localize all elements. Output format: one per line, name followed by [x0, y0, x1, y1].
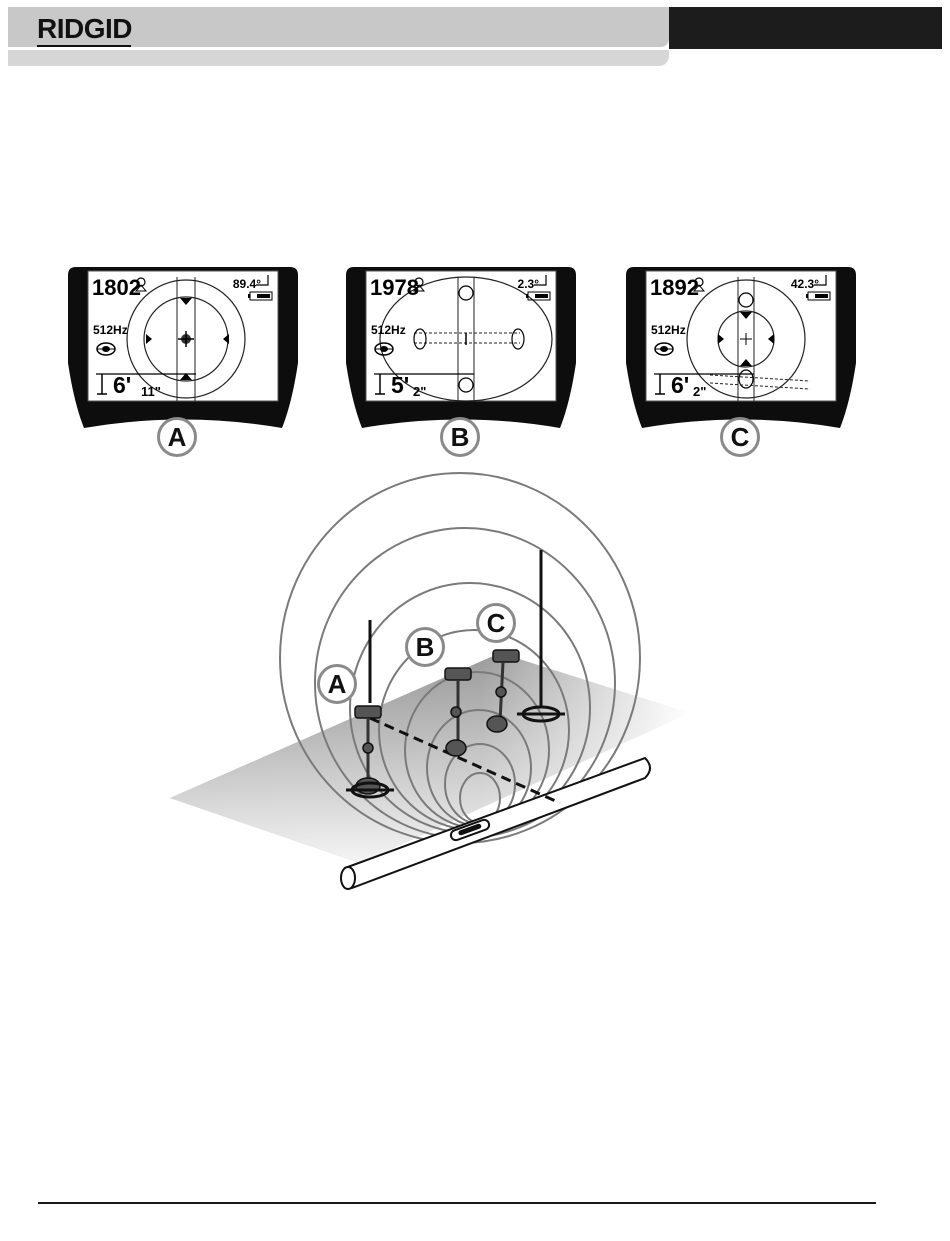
ridgid-logo: RIDGID: [37, 13, 132, 45]
signal-strength-value: 1892: [650, 275, 699, 301]
signal-strength-value: 1802: [92, 275, 141, 301]
tilt-angle-value: 89.4°: [233, 277, 261, 291]
tilt-angle-value: 42.3°: [791, 277, 819, 291]
depth-feet-value: 6': [113, 372, 131, 399]
frequency-value: 512Hz: [371, 323, 406, 337]
device-screen-b: 1978 2.3° 512Hz 5' 2": [340, 263, 582, 433]
scene-label-c: C: [476, 603, 516, 643]
depth-feet-value: 6': [671, 372, 689, 399]
scene-label-b: B: [405, 627, 445, 667]
depth-feet-value: 5': [391, 372, 409, 399]
frequency-value: 512Hz: [651, 323, 686, 337]
logo-underline: [37, 45, 131, 47]
scene-drawing: [160, 468, 720, 908]
locate-scene-illustration: [160, 468, 720, 908]
frequency-value: 512Hz: [93, 323, 128, 337]
screen-label-c: C: [720, 417, 760, 457]
tilt-angle-value: 2.3°: [518, 277, 539, 291]
screen-label-b: B: [440, 417, 480, 457]
scene-label-a: A: [317, 664, 357, 704]
depth-inches-value: 11": [141, 384, 161, 399]
header-black-block: [669, 7, 942, 49]
footer-rule: [38, 1202, 876, 1204]
device-screen-a: 1802 89.4° 512Hz 6' 11": [62, 263, 304, 433]
header-subbar: [8, 50, 669, 66]
screen-label-a: A: [157, 417, 197, 457]
depth-inches-value: 2": [693, 384, 706, 399]
depth-inches-value: 2": [413, 384, 426, 399]
signal-strength-value: 1978: [370, 275, 419, 301]
brand-text: RIDGID: [37, 13, 132, 45]
device-screen-c: 1892 42.3° 512Hz 6' 2": [620, 263, 862, 433]
